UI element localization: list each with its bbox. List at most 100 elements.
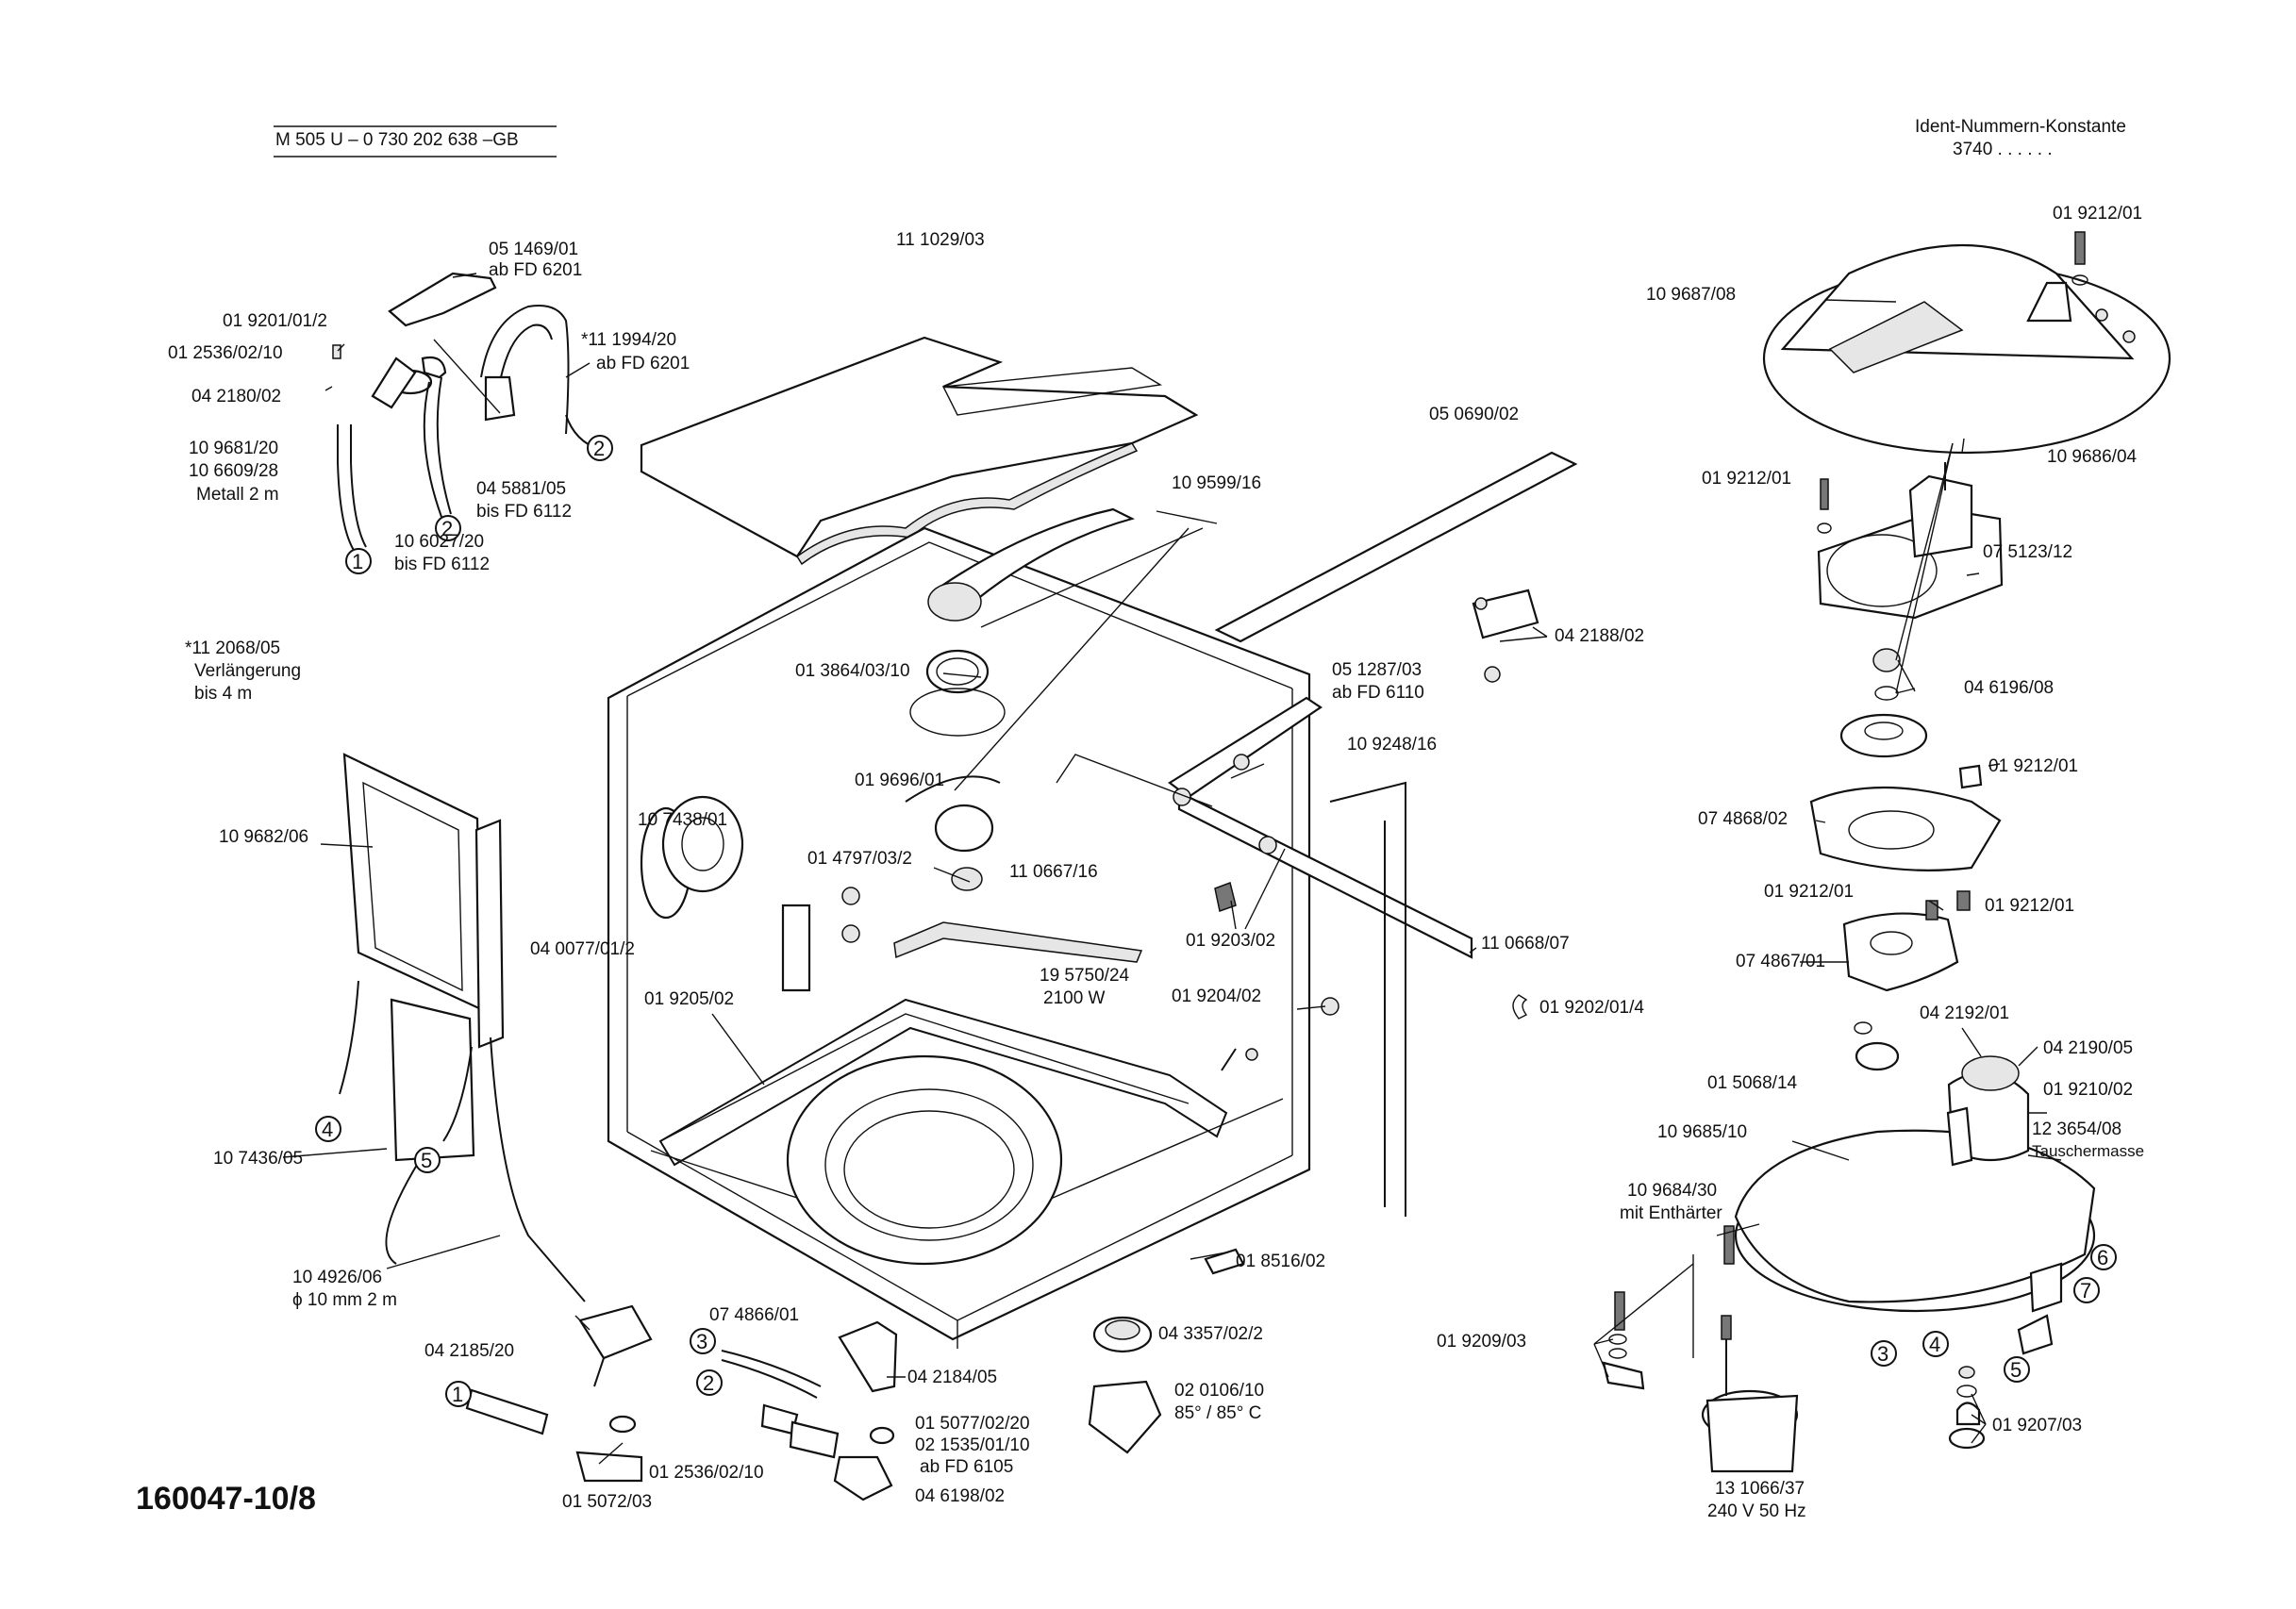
callout-4-left: 4 [322, 1118, 333, 1141]
label-051287-note: ab FD 6110 [1332, 683, 1424, 703]
label-enthaerter: mit Enthärter [1620, 1203, 1722, 1223]
label-112068: *11 2068/05 [185, 639, 280, 658]
bracket-042188 [1472, 589, 1539, 639]
callout-6-right: 6 [2097, 1246, 2108, 1269]
callout-7-right: 7 [2080, 1279, 2091, 1302]
label-109681: 10 9681/20 [189, 439, 278, 458]
label-046198: 04 6198/02 [915, 1486, 1005, 1506]
bottom-parts [465, 1248, 1245, 1501]
label-046196: 04 6196/08 [1964, 678, 2054, 698]
label-012536-bottom: 01 2536/02/10 [649, 1463, 764, 1483]
label-051287: 05 1287/03 [1332, 660, 1422, 680]
label-021535: 02 1535/01/10 [915, 1435, 1030, 1455]
label-074867: 07 4867/01 [1736, 952, 1825, 971]
label-019212-motor: 01 9212/01 [1702, 469, 1791, 489]
label-109685: 10 9685/10 [1657, 1122, 1747, 1142]
label-074866: 07 4866/01 [709, 1305, 799, 1325]
label-042184: 04 2184/05 [907, 1368, 997, 1387]
callout-5-right: 5 [2010, 1358, 2021, 1382]
label-104926-note: ϕ 10 mm 2 m [292, 1290, 397, 1310]
label-106609: 10 6609/28 [189, 461, 278, 481]
strip-050690 [1214, 451, 1578, 643]
drawing-number: 160047-10/8 [136, 1481, 316, 1517]
callout-3-right: 3 [1877, 1342, 1888, 1366]
label-042180: 04 2180/02 [191, 387, 281, 406]
callout-1-top: 1 [352, 550, 363, 573]
leader-lines [282, 273, 2062, 1465]
label-042188: 04 2188/02 [1555, 626, 1644, 646]
label-051469-note: ab FD 6201 [489, 260, 582, 280]
callout-4-right: 4 [1929, 1333, 1940, 1356]
label-106027: 10 6027/20 [394, 532, 484, 552]
label-045881: 04 5881/05 [476, 479, 566, 499]
label-107436: 10 7436/05 [213, 1149, 303, 1169]
cabinet-body [607, 336, 1311, 1349]
label-020106-note: 85° / 85° C [1174, 1403, 1261, 1423]
label-019212-left: 01 9212/01 [1764, 882, 1854, 902]
label-019203: 01 9203/02 [1186, 931, 1275, 951]
header: M 505 U – 0 730 202 638 –GB Ident-Nummer… [274, 117, 2126, 159]
clip-019202 [1512, 994, 1528, 1020]
label-tauschermasse: Tauschermasse [2032, 1142, 2144, 1160]
label-074868: 07 4868/02 [1698, 809, 1788, 829]
label-131066: 13 1066/37 [1715, 1479, 1805, 1499]
label-019210: 01 9210/02 [2043, 1080, 2133, 1100]
callout-markers: 1 2 2 4 5 1 3 2 3 4 5 6 7 [315, 435, 2117, 1407]
label-111994-note: ab FD 6201 [596, 354, 690, 373]
clip-018516 [1190, 1252, 1227, 1260]
callout-5-left: 5 [421, 1149, 432, 1172]
right-softener-stack [1602, 231, 2171, 1473]
callout-1-bottom: 1 [452, 1383, 463, 1406]
callout-2-hose: 2 [593, 437, 605, 460]
label-109682: 10 9682/06 [219, 827, 308, 847]
label-metall: Metall 2 m [196, 485, 279, 505]
label-019207: 01 9207/03 [1992, 1416, 2082, 1435]
label-verlaengerung: Verlängerung [194, 661, 301, 681]
label-109599: 10 9599/16 [1172, 473, 1261, 493]
label-021535-note: ab FD 6105 [920, 1457, 1013, 1477]
label-107438: 10 7438/01 [638, 810, 727, 830]
callout-2-top: 2 [441, 517, 453, 540]
label-018516: 01 8516/02 [1236, 1252, 1325, 1271]
label-019204: 01 9204/02 [1172, 987, 1261, 1006]
label-019202: 01 9202/01/4 [1539, 998, 1644, 1018]
label-109248: 10 9248/16 [1347, 735, 1437, 755]
door-rail [1168, 696, 1473, 1217]
label-015077: 01 5077/02/20 [915, 1414, 1030, 1434]
callout-3-bottom: 3 [696, 1330, 707, 1353]
label-019209: 01 9209/03 [1437, 1332, 1526, 1352]
label-111994: *11 1994/20 [581, 330, 676, 350]
label-020106: 02 0106/10 [1174, 1381, 1264, 1401]
label-019201: 01 9201/01/2 [223, 311, 327, 331]
label-051469: 05 1469/01 [489, 240, 578, 259]
label-bis4m: bis 4 m [194, 684, 252, 704]
model-line: M 505 U – 0 730 202 638 –GB [275, 130, 519, 150]
label-109684: 10 9684/30 [1627, 1181, 1717, 1201]
aquastop-assembly [339, 753, 653, 1387]
label-195750-note: 2100 W [1043, 988, 1106, 1008]
label-110668: 11 0668/07 [1481, 934, 1570, 954]
label-110667: 11 0667/16 [1009, 862, 1098, 882]
label-109687: 10 9687/08 [1646, 285, 1736, 305]
label-013864: 01 3864/03/10 [795, 661, 910, 681]
label-131066-note: 240 V 50 Hz [1707, 1501, 1806, 1521]
label-019212-top: 01 9212/01 [2053, 204, 2142, 224]
label-042192: 04 2192/01 [1920, 1004, 2009, 1023]
callout-2-bottom: 2 [703, 1371, 714, 1395]
label-111029: 11 1029/03 [896, 230, 985, 250]
label-019212-right: 01 9212/01 [1985, 896, 2074, 916]
label-015068: 01 5068/14 [1707, 1073, 1798, 1093]
label-012536-top: 01 2536/02/10 [168, 343, 283, 363]
label-014797: 01 4797/03/2 [807, 849, 912, 869]
label-019696: 01 9696/01 [855, 771, 944, 790]
label-042185: 04 2185/20 [424, 1341, 514, 1361]
label-195750: 19 5750/24 [1040, 966, 1130, 986]
label-075123: 07 5123/12 [1983, 542, 2072, 562]
inlet-hoses [332, 272, 605, 553]
label-104926: 10 4926/06 [292, 1268, 382, 1287]
label-043357: 04 3357/02/2 [1158, 1324, 1263, 1344]
label-045881-note: bis FD 6112 [476, 502, 572, 522]
label-050690: 05 0690/02 [1429, 405, 1519, 424]
label-123654: 12 3654/08 [2032, 1120, 2121, 1139]
